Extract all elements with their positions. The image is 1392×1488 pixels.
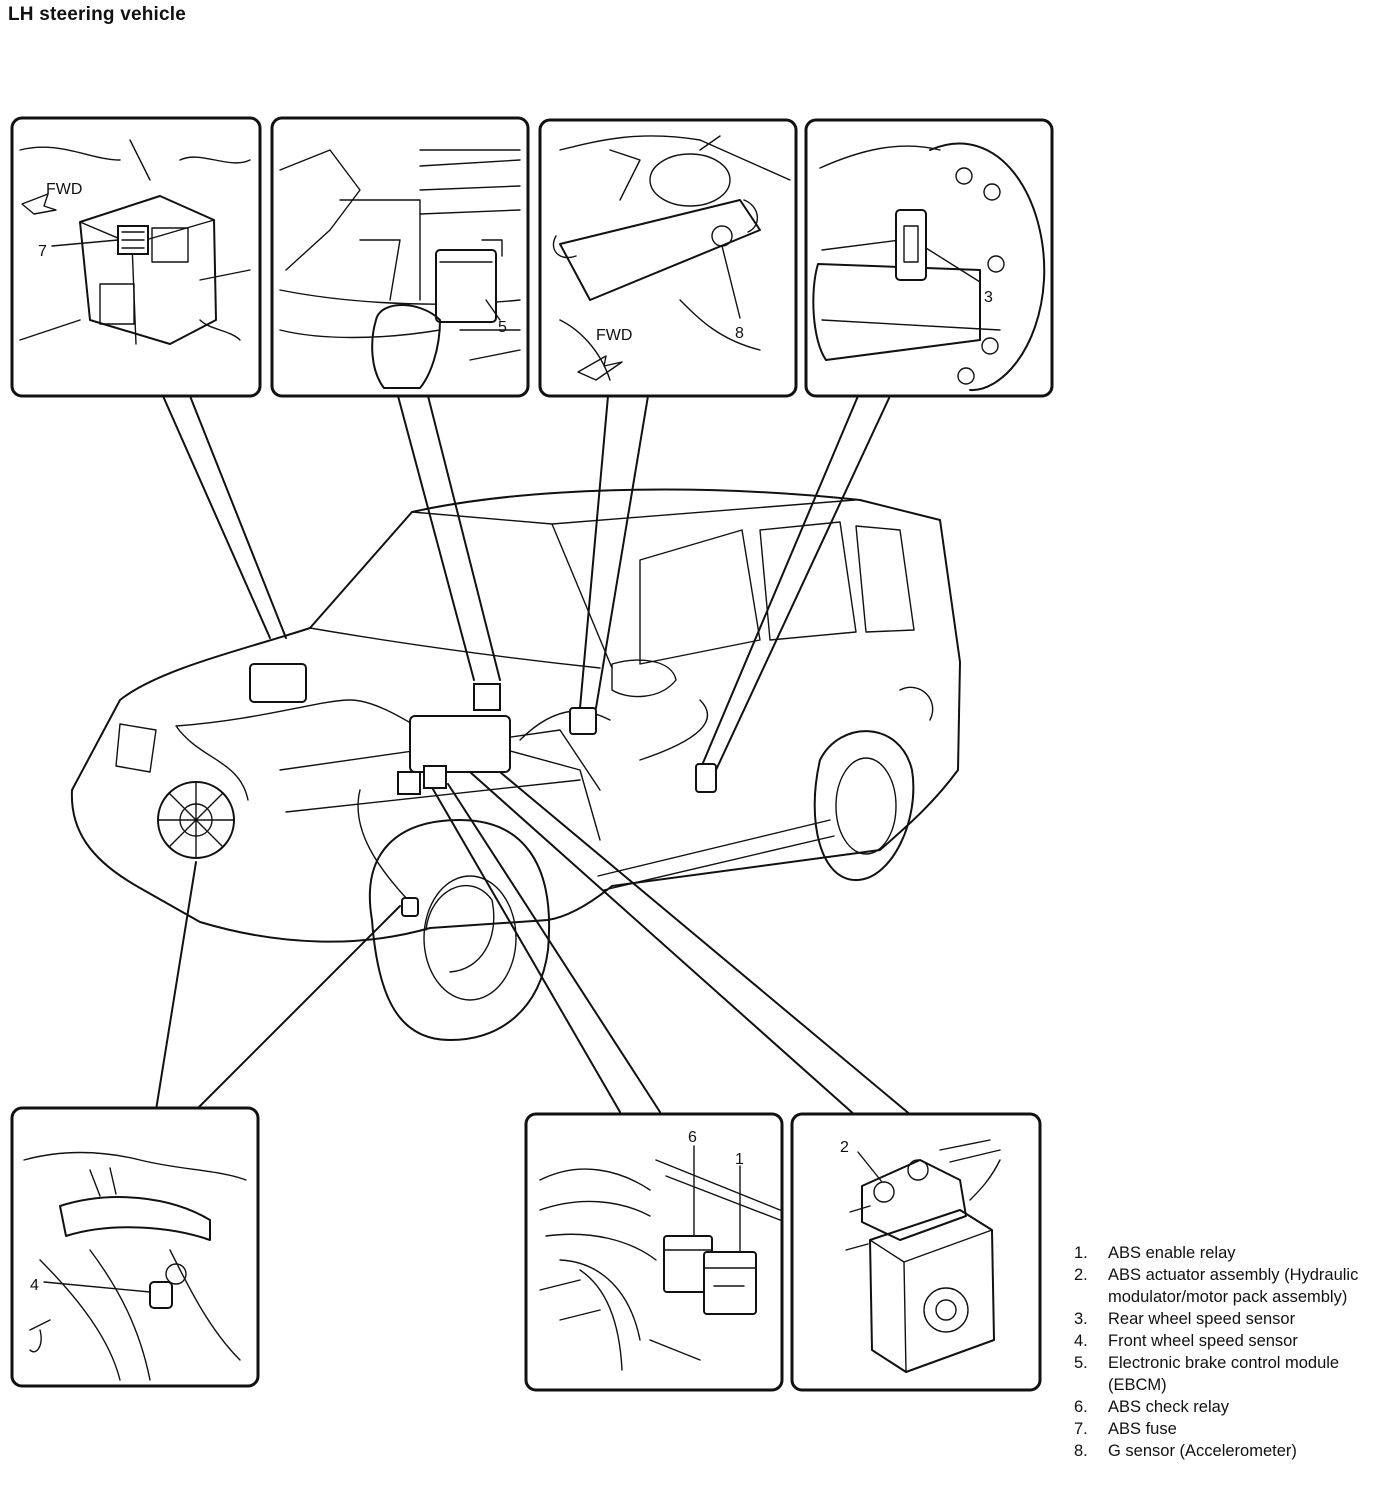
panel-rear-sensor: 3 [804, 118, 1054, 398]
callout-8: 8 [735, 325, 744, 342]
panel-ebcm: 5 [270, 116, 530, 398]
legend-item: 1. ABS enable relay [1074, 1242, 1386, 1264]
callout-5: 5 [498, 319, 507, 336]
fwd-arrow-3 [577, 355, 623, 381]
ebcm [435, 249, 497, 323]
callout-4: 4 [30, 1277, 39, 1294]
leader-panel-ebcm [397, 395, 501, 681]
fwd-label-3: FWD [596, 327, 632, 344]
vehicle-relay-check [397, 771, 421, 795]
component-legend: 1. ABS enable relay 2. ABS actuator assemb… [1074, 1242, 1386, 1462]
panel-actuator: 2 [790, 1112, 1042, 1392]
wiring-harness [175, 686, 934, 901]
vehicle-mirror [611, 659, 677, 698]
panel-g-sensor: 8 FWD [538, 118, 798, 398]
front-knuckle-arm [59, 1196, 211, 1241]
panel-relays: 6 1 [524, 1112, 784, 1392]
fwd-arrow-1 [21, 193, 57, 215]
vehicle-headlight [115, 723, 157, 773]
legend-item: 4. Front wheel speed sensor [1074, 1330, 1386, 1352]
hand-illustration [371, 304, 441, 389]
legend-number: 8. [1074, 1442, 1088, 1460]
vehicle-rear-sensor [695, 763, 717, 793]
fuse-block-body [79, 195, 217, 345]
rear-axle-housing [812, 263, 981, 361]
callout-3: 3 [984, 289, 993, 306]
front-wheel-speed-sensor [149, 1281, 173, 1309]
callout-2: 2 [840, 1139, 849, 1156]
vehicle-body-outline [70, 488, 961, 943]
legend-item: 8. G sensor (Accelerometer) [1074, 1440, 1386, 1462]
abs-motor-pack [923, 1287, 969, 1333]
front-sensor-rotor-rh [425, 884, 495, 973]
legend-text: ABS enable relay [1108, 1244, 1236, 1262]
vehicle-ebcm [473, 683, 501, 711]
leader-panel-front-sensor [155, 861, 401, 1111]
vehicle-window-front [639, 529, 761, 665]
vehicle-g-sensor [569, 707, 597, 735]
vehicle-rear-wheel [813, 730, 915, 882]
legend-text: ABS actuator assembly (Hydraulic modulat… [1108, 1266, 1359, 1306]
callout-1: 1 [735, 1151, 744, 1168]
legend-number: 4. [1074, 1332, 1088, 1350]
legend-item: 3. Rear wheel speed sensor [1074, 1308, 1386, 1330]
legend-number: 5. [1074, 1354, 1088, 1372]
vehicle-illustration [70, 488, 961, 1041]
vehicle-actuator [409, 715, 511, 773]
panel-abs-fuse: FWD 7 [10, 116, 262, 398]
vehicle-window-rear [855, 525, 915, 633]
leader-lines [155, 395, 913, 1117]
g-sensor-bracket [559, 199, 761, 301]
leader-panel-actuator [469, 771, 913, 1117]
legend-number: 6. [1074, 1398, 1088, 1416]
vehicle-window-middle [759, 521, 857, 641]
callout-7: 7 [38, 243, 47, 260]
fwd-label-1: FWD [46, 181, 82, 198]
abs-enable-relay [703, 1251, 757, 1315]
page-title: LH steering vehicle [8, 4, 187, 25]
legend-text: ABS fuse [1108, 1420, 1177, 1438]
vehicle-abs-fuse-box [249, 663, 307, 703]
vehicle-relay-enable [423, 765, 447, 789]
legend-text: G sensor (Accelerometer) [1108, 1442, 1297, 1460]
legend-number: 7. [1074, 1420, 1088, 1438]
legend-item: 5. Electronic brake control module (EBCM) [1074, 1352, 1386, 1396]
vehicle-front-sensor [401, 897, 419, 917]
legend-text: ABS check relay [1108, 1398, 1230, 1416]
legend-item: 7. ABS fuse [1074, 1418, 1386, 1440]
leader-panel-rear-sensor [699, 395, 891, 771]
legend-number: 3. [1074, 1310, 1088, 1328]
abs-actuator-body [869, 1209, 995, 1373]
vehicle-front-wheel [368, 819, 551, 1041]
legend-item: 6. ABS check relay [1074, 1396, 1386, 1418]
leader-panel-relays [429, 783, 661, 1113]
panel-front-sensor: 4 [10, 1106, 260, 1388]
legend-text: Front wheel speed sensor [1108, 1332, 1298, 1350]
legend-number: 2. [1074, 1266, 1088, 1284]
legend-text: Electronic brake control module (EBCM) [1108, 1354, 1340, 1394]
callout-6: 6 [688, 1129, 697, 1146]
leader-panel-abs-fuse [162, 395, 287, 639]
legend-text: Rear wheel speed sensor [1108, 1310, 1296, 1328]
legend-number: 1. [1074, 1244, 1088, 1262]
legend-item: 2. ABS actuator assembly (Hydraulic modul… [1074, 1264, 1386, 1308]
leader-panel-g-sensor [579, 395, 649, 709]
rear-wheel-speed-sensor [895, 209, 927, 281]
rear-backing-plate [929, 142, 1046, 392]
